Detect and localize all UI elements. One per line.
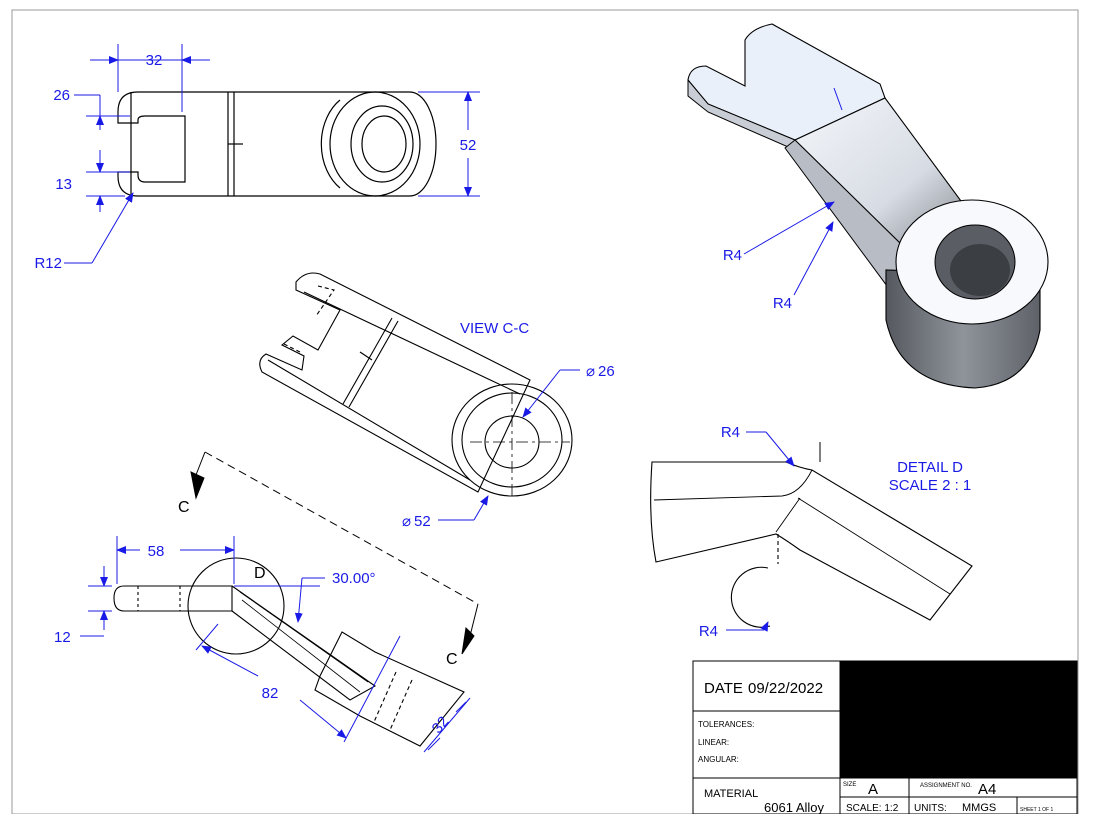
dim-top-radius: R12 bbox=[34, 255, 62, 272]
dim-top-width: 32 bbox=[146, 52, 163, 69]
title-block-tolerances: TOLERANCES: bbox=[698, 720, 754, 729]
section-view-edge bbox=[267, 359, 471, 481]
title-block-assignment-value: A4 bbox=[978, 781, 996, 798]
cutting-plane-label-top: C bbox=[178, 499, 190, 516]
dim-section-inner: 26 bbox=[598, 363, 615, 380]
section-view-label: VIEW C-C bbox=[460, 320, 529, 337]
iso-view-dimensions bbox=[743, 201, 835, 296]
dim-section-diameter-symbol-2: ⌀ bbox=[402, 513, 411, 530]
dim-section-diameter-symbol: ⌀ bbox=[586, 363, 595, 380]
iso-view-centermark bbox=[833, 87, 843, 111]
cutting-plane bbox=[190, 451, 479, 655]
detail-view-title: DETAIL D bbox=[897, 459, 963, 476]
top-view-hole bbox=[361, 115, 407, 173]
section-view bbox=[259, 272, 573, 500]
dim-top-slot: 26 bbox=[53, 87, 70, 104]
iso-view bbox=[687, 23, 1049, 389]
top-view-outline bbox=[117, 91, 437, 197]
title-block-size-label: SIZE bbox=[843, 782, 856, 788]
detail-circle bbox=[187, 557, 285, 655]
side-view bbox=[113, 557, 465, 747]
top-view-boss-fillet bbox=[320, 99, 341, 189]
detail-view-fillet-arc bbox=[730, 566, 771, 628]
title-block-date-label: DATE bbox=[704, 680, 743, 697]
side-view-hidden bbox=[373, 671, 397, 723]
dim-detail-radius-bottom: R4 bbox=[699, 623, 718, 640]
dim-side-arm: 82 bbox=[262, 685, 279, 702]
section-view-edge bbox=[303, 291, 521, 395]
title-block-units-label: UNITS: bbox=[914, 803, 947, 814]
section-view-edge bbox=[342, 317, 393, 405]
detail-view-scale: SCALE 2 : 1 bbox=[889, 477, 972, 494]
title-block-units-value: MMGS bbox=[962, 802, 996, 814]
dim-side-boss: 32 bbox=[429, 713, 453, 737]
title-block-scale: SCALE: 1:2 bbox=[846, 803, 899, 814]
detail-label: D bbox=[254, 565, 266, 582]
side-view-boss bbox=[314, 631, 465, 747]
detail-view bbox=[650, 461, 973, 628]
sheet-border bbox=[11, 9, 1079, 814]
section-view-hidden bbox=[283, 285, 335, 353]
title-block-redacted bbox=[839, 661, 1077, 779]
section-view-edge bbox=[348, 320, 399, 408]
dim-section-outer: 52 bbox=[414, 513, 431, 530]
title-block-date-value: 09/22/2022 bbox=[748, 680, 823, 697]
title-block-assignment-label: ASSIGNMENT NO. bbox=[920, 783, 972, 789]
title-block-linear: LINEAR: bbox=[698, 738, 729, 747]
dim-iso-radius-b: R4 bbox=[773, 295, 792, 312]
detail-view-outline bbox=[650, 461, 973, 621]
side-view-dimensions bbox=[80, 536, 471, 753]
title-block-sheet: SHEET 1 OF 1 bbox=[1020, 807, 1053, 813]
top-view bbox=[117, 91, 437, 197]
dim-iso-radius-a: R4 bbox=[723, 247, 742, 264]
section-view-centermark bbox=[359, 351, 373, 361]
cutting-plane-label-bottom: C bbox=[446, 651, 458, 668]
title-block-size-value: A bbox=[868, 781, 878, 798]
iso-view-hole-depth bbox=[950, 244, 1010, 296]
dim-side-angle: 30.00° bbox=[332, 570, 376, 587]
iso-view-fork bbox=[687, 23, 886, 141]
top-view-boss bbox=[329, 91, 421, 197]
title-block-material-value: 6061 Alloy bbox=[764, 800, 824, 814]
side-view-arm-left bbox=[113, 585, 233, 612]
title-block bbox=[692, 660, 1078, 814]
dim-top-bottom: 13 bbox=[55, 176, 72, 193]
dim-side-thickness: 12 bbox=[54, 629, 71, 646]
side-view-hidden bbox=[389, 679, 413, 731]
dim-side-length: 58 bbox=[148, 543, 165, 560]
title-block-angular: ANGULAR: bbox=[698, 755, 739, 764]
section-view-outline bbox=[259, 272, 531, 493]
detail-view-dimensions bbox=[726, 431, 821, 632]
title-block-material-label: MATERIAL bbox=[704, 788, 758, 800]
side-view-arm-angled bbox=[231, 585, 377, 701]
dim-top-height: 52 bbox=[460, 137, 477, 154]
dim-detail-radius-top: R4 bbox=[721, 424, 740, 441]
top-view-boss-inner bbox=[350, 105, 414, 183]
top-view-dimensions bbox=[64, 44, 480, 264]
section-view-dimensions bbox=[438, 369, 580, 521]
